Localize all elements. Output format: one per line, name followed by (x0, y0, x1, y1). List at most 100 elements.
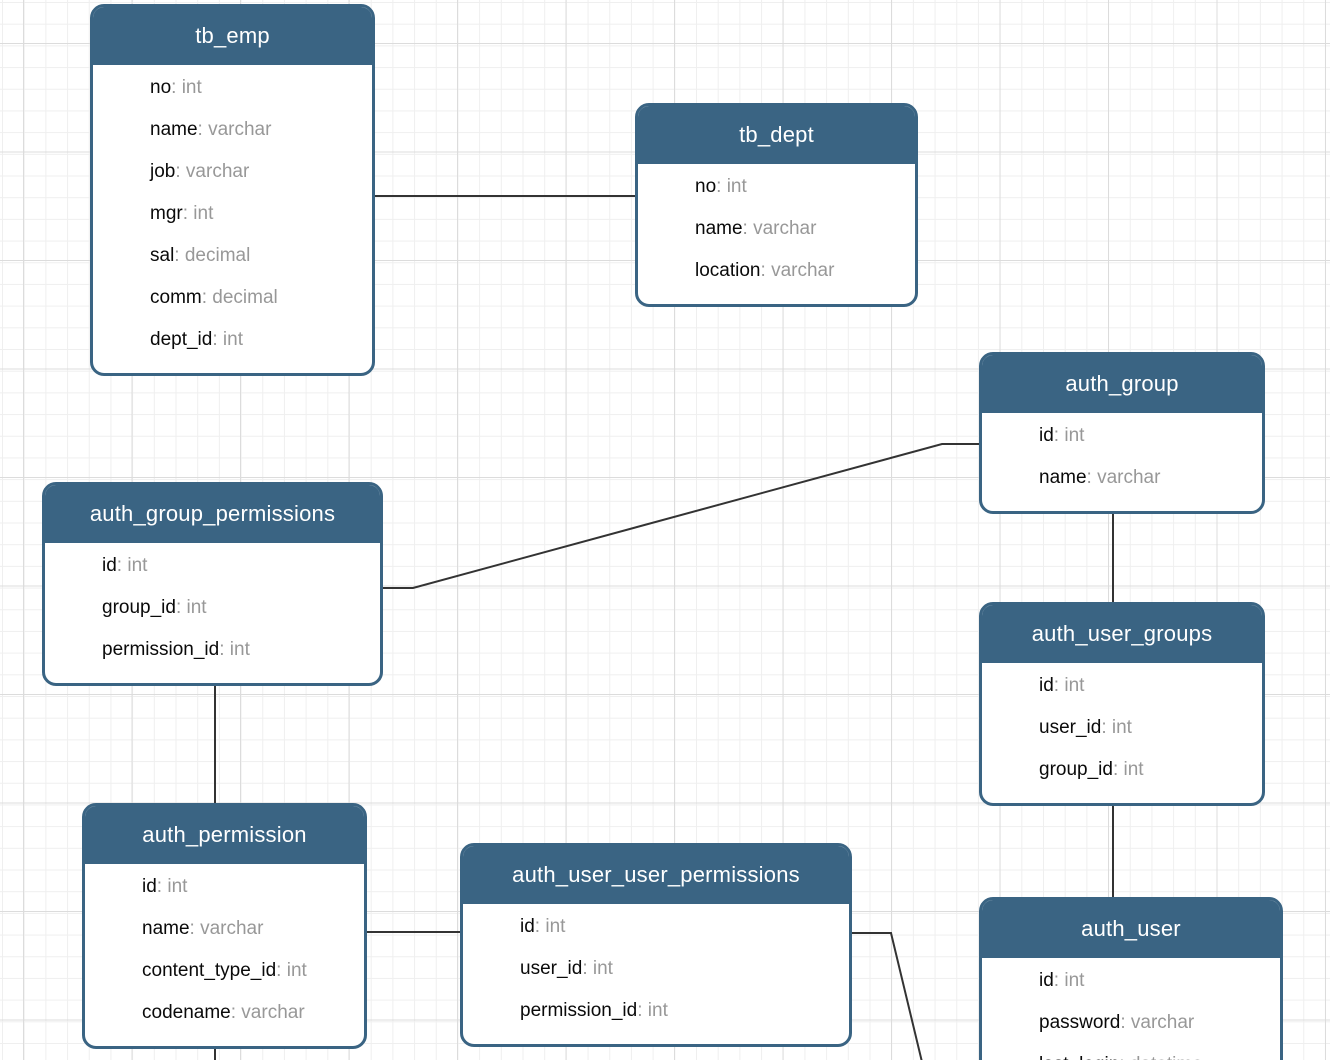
column-name: name (142, 918, 190, 939)
column-row: namevarchar (93, 109, 372, 151)
table-title[interactable]: tb_emp (93, 7, 372, 65)
table-tb_dept[interactable]: tb_dept noint namevarchar locationvarcha… (635, 103, 918, 307)
column-name: id (520, 916, 535, 937)
table-title[interactable]: auth_group_permissions (45, 485, 380, 543)
column-row: namevarchar (638, 208, 915, 250)
table-columns: idint passwordvarchar last_logindatetime (982, 958, 1280, 1060)
column-name: codename (142, 1002, 231, 1023)
column-row: commdecimal (93, 277, 372, 319)
table-auth_user[interactable]: auth_user idint passwordvarchar last_log… (979, 897, 1283, 1060)
column-type: datetime (1119, 1054, 1202, 1060)
column-row: user_idint (982, 707, 1262, 749)
column-row: passwordvarchar (982, 1002, 1280, 1044)
table-auth_group[interactable]: auth_group idint namevarchar (979, 352, 1265, 514)
table-title[interactable]: auth_user (982, 900, 1280, 958)
column-type: varchar (198, 119, 272, 140)
table-columns: idint namevarchar (982, 413, 1262, 511)
column-type: int (716, 176, 747, 197)
column-name: id (142, 876, 157, 897)
column-name: job (150, 161, 176, 182)
column-type: int (1054, 970, 1085, 991)
column-name: sal (150, 245, 175, 266)
column-type: varchar (231, 1002, 305, 1023)
column-name: comm (150, 287, 202, 308)
column-type: decimal (202, 287, 278, 308)
column-row: permission_idint (463, 990, 849, 1032)
table-title[interactable]: auth_user_groups (982, 605, 1262, 663)
column-name: permission_id (520, 1000, 638, 1021)
column-type: int (176, 597, 207, 618)
column-row: dept_idint (93, 319, 372, 361)
column-type: varchar (1120, 1012, 1194, 1033)
table-columns: noint namevarchar jobvarchar mgrint sald… (93, 65, 372, 373)
column-row: idint (982, 960, 1280, 1002)
column-type: int (219, 639, 250, 660)
column-name: id (1039, 675, 1054, 696)
table-tb_emp[interactable]: tb_emp noint namevarchar jobvarchar mgri… (90, 4, 375, 376)
column-name: location (695, 260, 761, 281)
table-title[interactable]: auth_permission (85, 806, 364, 864)
column-row: jobvarchar (93, 151, 372, 193)
column-name: user_id (520, 958, 583, 979)
table-title[interactable]: auth_user_user_permissions (463, 846, 849, 904)
table-columns: noint namevarchar locationvarchar (638, 164, 915, 304)
column-type: int (1054, 675, 1085, 696)
column-row: mgrint (93, 193, 372, 235)
table-columns: idint user_idint permission_idint (463, 904, 849, 1044)
column-row: noint (638, 166, 915, 208)
column-name: no (695, 176, 717, 197)
table-columns: idint namevarchar content_type_idint cod… (85, 864, 364, 1046)
column-type: decimal (174, 245, 250, 266)
column-name: content_type_id (142, 960, 277, 981)
column-name: group_id (102, 597, 176, 618)
column-row: saldecimal (93, 235, 372, 277)
column-name: id (1039, 425, 1054, 446)
table-auth_permission[interactable]: auth_permission idint namevarchar conten… (82, 803, 367, 1049)
column-name: mgr (150, 203, 183, 224)
column-name: permission_id (102, 639, 220, 660)
column-name: group_id (1039, 759, 1113, 780)
table-columns: idint group_idint permission_idint (45, 543, 380, 683)
column-name: name (1039, 467, 1087, 488)
relationship-auth_group_permissions-auth_group (383, 443, 979, 589)
column-type: varchar (190, 918, 264, 939)
column-type: int (637, 1000, 668, 1021)
column-name: password (1039, 1012, 1121, 1033)
column-row: group_idint (45, 587, 380, 629)
column-type: int (212, 329, 243, 350)
column-type: int (183, 203, 214, 224)
column-type: varchar (175, 161, 249, 182)
column-type: varchar (1087, 467, 1161, 488)
column-row: idint (982, 665, 1262, 707)
column-name: dept_id (150, 329, 213, 350)
table-columns: idint user_idint group_idint (982, 663, 1262, 803)
column-row: namevarchar (982, 457, 1262, 499)
column-row: namevarchar (85, 908, 364, 950)
column-row: idint (85, 866, 364, 908)
column-type: int (1101, 717, 1132, 738)
column-type: varchar (743, 218, 817, 239)
column-type: int (117, 555, 148, 576)
table-auth_user_user_permissions[interactable]: auth_user_user_permissions idint user_id… (460, 843, 852, 1047)
table-auth_group_permissions[interactable]: auth_group_permissions idint group_idint… (42, 482, 383, 686)
column-type: int (171, 77, 202, 98)
column-row: idint (982, 415, 1262, 457)
column-row: idint (463, 906, 849, 948)
column-row: group_idint (982, 749, 1262, 791)
table-title[interactable]: auth_group (982, 355, 1262, 413)
column-name: id (102, 555, 117, 576)
table-title[interactable]: tb_dept (638, 106, 915, 164)
column-row: content_type_idint (85, 950, 364, 992)
column-type: int (535, 916, 566, 937)
column-type: varchar (761, 260, 835, 281)
column-name: id (1039, 970, 1054, 991)
column-name: no (150, 77, 172, 98)
column-row: permission_idint (45, 629, 380, 671)
column-row: last_logindatetime (982, 1044, 1280, 1060)
table-auth_user_groups[interactable]: auth_user_groups idint user_idint group_… (979, 602, 1265, 806)
column-name: name (695, 218, 743, 239)
column-row: user_idint (463, 948, 849, 990)
column-type: int (157, 876, 188, 897)
column-type: int (276, 960, 307, 981)
